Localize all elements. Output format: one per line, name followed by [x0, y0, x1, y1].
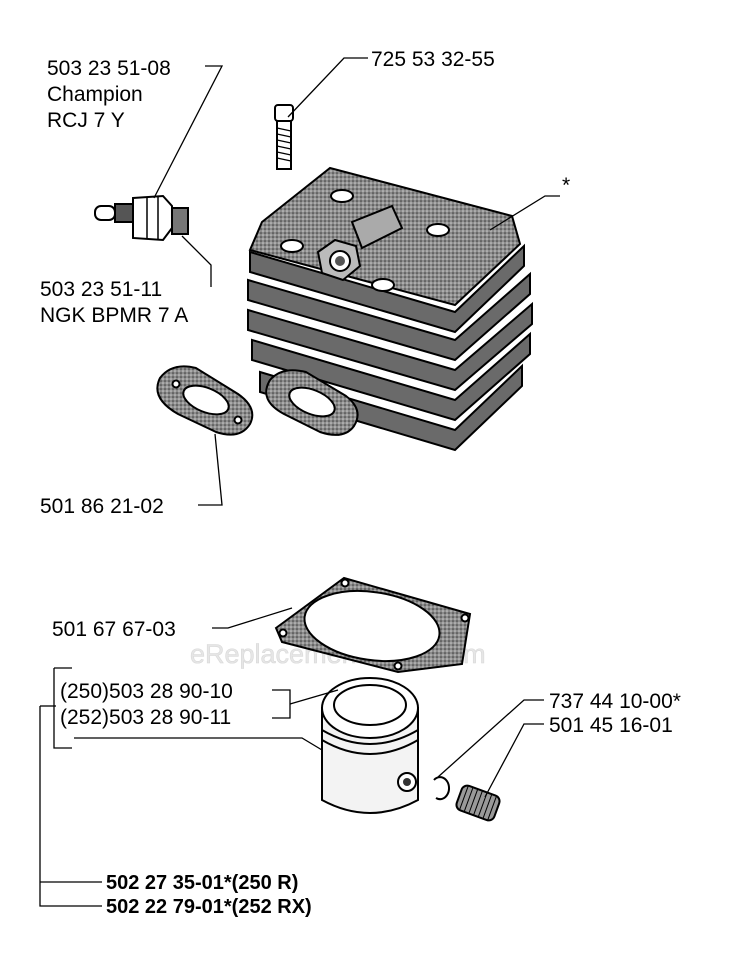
- label-piston-250-part: (250)503 28 90-10: [60, 680, 233, 703]
- intake-flange-illustration: [265, 369, 359, 436]
- intake-gasket-illustration: [156, 365, 254, 436]
- label-spark-plug-champion-model: RCJ 7 Y: [47, 109, 125, 132]
- label-circlip-part: 737 44 10-00*: [549, 690, 681, 713]
- label-kit-252-part: 502 22 79-01*(252 RX): [106, 896, 312, 918]
- label-spark-plug-ngk-model: NGK BPMR 7 A: [40, 304, 188, 327]
- cylinder-gasket-illustration: [274, 576, 472, 674]
- needle-bearing-illustration: [455, 784, 501, 822]
- label-spark-plug-ngk-part: 503 23 51-11: [40, 278, 162, 301]
- label-cylinder-asterisk: *: [562, 174, 570, 197]
- label-screw-part: 725 53 32-55: [371, 48, 495, 71]
- circlip-illustration: [433, 776, 450, 801]
- piston-illustration: [321, 677, 419, 814]
- label-intake-gasket-part: 501 86 21-02: [40, 495, 164, 518]
- label-piston-252-part: (252)503 28 90-11: [60, 706, 231, 729]
- label-kit-250-part: 502 27 35-01*(250 R): [106, 872, 298, 894]
- label-spark-plug-champion-part: 503 23 51-08: [47, 57, 171, 80]
- label-cylinder-gasket-part: 501 67 67-03: [52, 618, 176, 641]
- label-spark-plug-champion-brand: Champion: [47, 83, 143, 106]
- leader-lines: [39, 57, 560, 907]
- label-needle-bearing-part: 501 45 16-01: [549, 714, 673, 737]
- cylinder-illustration: [247, 166, 533, 452]
- spark-plug-illustration: [94, 194, 189, 242]
- screw-illustration: [274, 104, 294, 170]
